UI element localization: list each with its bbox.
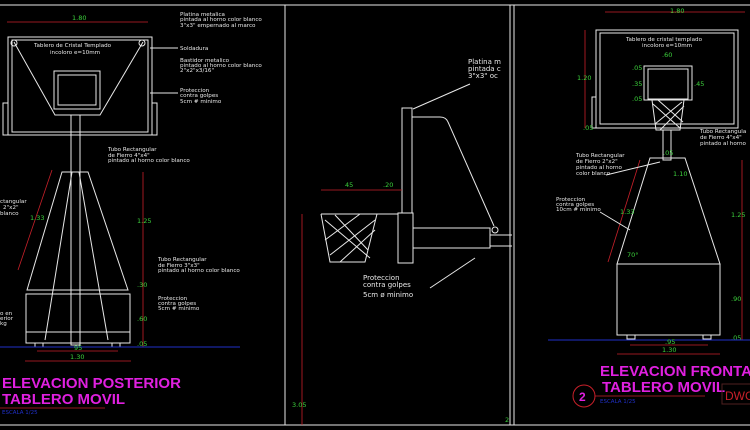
left-partial_left-0-text: o en (0, 311, 13, 317)
right-dims-g-text: 1.10 (673, 170, 687, 178)
left-dims-diag-text: 1.33 (30, 214, 44, 222)
right-dims-angle-text: 70° (627, 251, 639, 259)
left-tubo_3x3-2-text: pintado al horno color blanco (158, 268, 240, 274)
left-dims-d05-text: .05 (137, 340, 147, 348)
right-board_label-0-text: Tablero de cristal templado (625, 37, 703, 43)
left-partial_left-1-text: erior (0, 316, 14, 322)
right-dims-rim-text: .60 (662, 51, 672, 59)
left-bastidor-1-text: pintado al horno color blanco (180, 63, 262, 69)
middle-page_mark-text: 2 (505, 416, 509, 424)
middle-proteccion-2-text: 5cm ø minimo (363, 291, 413, 299)
middle-proteccion-1-text: contra golpes (363, 281, 411, 289)
right-tubo_4x4_partial-2-text: pintado al horno (700, 141, 746, 147)
left-board_label-0-text: Tablero de Cristal Templado (33, 43, 112, 49)
sheet-frames (0, 4, 750, 426)
right-tubo_2x2-0-text: Tubo Rectangular (575, 153, 625, 159)
left-dims-d30-text: .30 (137, 281, 147, 289)
right-dims-a-text: .05 (632, 64, 642, 72)
right-dims-foot-text: .05 (731, 334, 741, 342)
left-proteccion_bottom-1-text: contra golpes (158, 301, 196, 307)
middle-height-text: 3.05 (292, 401, 306, 409)
left-tubo_4x4-1-text: de Fierro 4"x4" (108, 153, 150, 159)
left-dims-d60-text: .60 (137, 315, 147, 323)
rear-elevation: 1.80 1.33 1.25 .30 .60 .05 95 1.30 Table… (0, 12, 262, 416)
left-tubo_3x3-1-text: de Fierro 3"x3" (158, 263, 200, 269)
right-dims-e-text: .05 (583, 124, 593, 132)
middle-dims-d20-text: .20 (383, 181, 393, 189)
right-dims-diag-text: 1.33 (620, 208, 634, 216)
left-platina-2-text: 3"x3" empernado al marco (180, 23, 256, 29)
left-tubo_2x2_partial-1-text: 2"x2" (3, 205, 19, 211)
right-dim_width-text: 1.80 (670, 7, 684, 15)
left-bastidor-2-text: 2"x2"x3/16" (180, 68, 214, 74)
middle-platina_partial-1-text: pintada c (468, 65, 501, 73)
dim-width: 1.80 (72, 14, 86, 22)
right-proteccion-1-text: contra golpes (556, 202, 594, 208)
scale-label: ESCALA 1/25 (2, 410, 38, 416)
left-platina-0-text: Platina metalica (180, 12, 225, 18)
right-dims-f-text: .05 (663, 149, 673, 157)
left-proteccion_top-0-text: Proteccion (180, 88, 210, 94)
middle-dims-d45-text: 45 (345, 181, 353, 189)
side-detail: 45 .20 Platina m pintada c 3"x3" oc Prot… (292, 58, 512, 425)
left-tubo_4x4-2-text: pintado al horno color blanco (108, 158, 190, 164)
left-soldadura-text: Soldadura (180, 46, 208, 52)
right-dims-d-text: .05 (632, 95, 642, 103)
right-dims-height-text: 1.20 (577, 74, 591, 82)
left-proteccion_top-1-text: contra golpes (180, 93, 218, 99)
left-tubo_2x2_partial-0-text: ctangular (0, 199, 27, 205)
right-dims-h-text: 1.25 (731, 211, 745, 219)
subtitle-rear: TABLERO MOVIL (2, 391, 125, 408)
front-elevation: 1.80 1.20 .60 .05 .35 .45 .05 .05 .05 1.… (548, 7, 750, 408)
right-dims-box-text: .90 (731, 295, 741, 303)
right-tubo_2x2-1-text: de Fierro 2"x2" (576, 159, 618, 165)
title-rear-elevation: ELEVACION POSTERIOR (2, 375, 181, 392)
right-tubo_2x2-3-text: color blanco (576, 171, 611, 177)
left-dims-height-text: 1.25 (137, 217, 151, 225)
right-proteccion-2-text: 10cm # minimo (556, 207, 601, 213)
left-board_label-1-text: incoloro e=10mm (50, 50, 100, 56)
right-tubo_2x2-2-text: pintado al horno (576, 165, 622, 171)
right-stamp-text: DWG (725, 389, 750, 403)
left-tubo_3x3-0-text: Tubo Rectangular (157, 257, 207, 263)
dwg-stamp (721, 383, 750, 405)
right-dims-d130-text: 1.30 (662, 346, 676, 354)
left-proteccion_bottom-0-text: Proteccion (158, 296, 188, 302)
left-dims-d130-text: 1.30 (70, 353, 84, 361)
middle-proteccion-0-text: Proteccion (363, 274, 400, 282)
left-proteccion_bottom-2-text: 5cm # minimo (158, 306, 200, 312)
right-tubo_4x4_partial-1-text: de Fierro 4"x4" (700, 135, 742, 141)
right-dims-c-text: .45 (694, 80, 704, 88)
middle-platina_partial-0-text: Platina m (468, 58, 501, 66)
right-dims-b-text: .35 (632, 80, 642, 88)
right-proteccion-0-text: Proteccion (556, 197, 586, 203)
left-proteccion_top-2-text: 5cm # minimo (180, 99, 222, 105)
right-tubo_4x4_partial-0-text: Tubo Rectangula (699, 129, 746, 135)
right-board_label-1-text: incoloro e=10mm (642, 43, 692, 49)
subtitle-front: TABLERO MOVIL (602, 379, 725, 396)
left-bastidor-0-text: Bastidor metalico (180, 58, 230, 64)
left-dims-d95-text: 95 (74, 344, 82, 352)
left-tubo_2x2_partial-2-text: blanco (0, 211, 19, 217)
right-scale-text: ESCALA 1/25 (600, 399, 636, 405)
left-partial_left-2-text: kg (0, 321, 7, 327)
right-detail_number-text: 2 (579, 390, 586, 404)
right-dims-d95-text: .95 (665, 338, 675, 346)
title-front-elevation: ELEVACION FRONTAL (600, 363, 750, 380)
left-tubo_4x4-0-text: Tubo Rectangular (107, 147, 157, 153)
left-platina-1-text: pintada al horno color blanco (180, 17, 262, 23)
middle-platina_partial-2-text: 3"x3" oc (468, 72, 498, 80)
